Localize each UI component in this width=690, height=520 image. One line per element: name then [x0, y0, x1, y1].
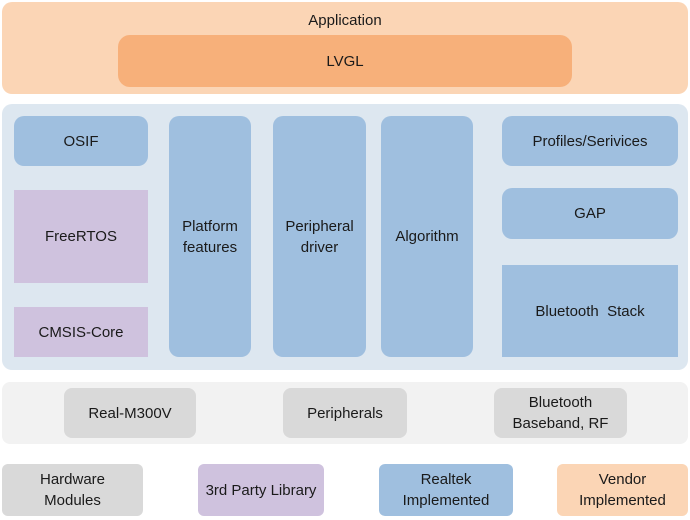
legend-realtek-label: Realtek Implemented	[402, 471, 490, 509]
legend-vendor-label: Vendor Implemented	[579, 471, 666, 509]
osif-label: OSIF	[63, 132, 99, 150]
legend-hardware-modules: Hardware Modules	[2, 464, 143, 516]
algorithm-label: Algorithm	[395, 228, 459, 245]
bluetooth-stack-block: Bluetooth Stack	[502, 265, 678, 357]
legend-vendor: Vendor Implemented	[557, 464, 688, 516]
legend-third-party-label: 3rd Party Library	[205, 481, 317, 499]
lvgl-label: LVGL	[326, 52, 364, 70]
real-m300v-block: Real-M300V	[64, 388, 196, 438]
platform-features-block: Platform features	[169, 116, 251, 357]
lvgl-block: LVGL	[118, 35, 572, 87]
cmsis-core-label: CMSIS-Core	[38, 323, 124, 341]
legend-realtek: Realtek Implemented	[379, 464, 513, 516]
legend-third-party: 3rd Party Library	[198, 464, 324, 516]
bt-baseband-rf-label: Bluetooth Baseband, RF	[512, 394, 609, 432]
osif-block: OSIF	[14, 116, 148, 166]
algorithm-block: Algorithm	[381, 116, 473, 357]
application-label: Application	[308, 12, 382, 29]
legend-hardware-modules-label: Hardware Modules	[39, 471, 106, 509]
freertos-block: FreeRTOS	[14, 190, 148, 283]
bluetooth-stack-label: Bluetooth Stack	[535, 302, 645, 320]
profiles-services-block: Profiles/Serivices	[502, 116, 678, 166]
profiles-services-label: Profiles/Serivices	[532, 132, 648, 150]
peripherals-label: Peripherals	[307, 404, 383, 422]
peripheral-driver-label: Peripheral driver	[285, 217, 354, 256]
peripheral-driver-block: Peripheral driver	[273, 116, 366, 357]
cmsis-core-block: CMSIS-Core	[14, 307, 148, 357]
platform-features-label: Platform features	[182, 217, 238, 256]
real-m300v-label: Real-M300V	[88, 404, 172, 422]
gap-label: GAP	[574, 205, 606, 222]
peripherals-block: Peripherals	[283, 388, 407, 438]
bt-baseband-rf-block: Bluetooth Baseband, RF	[494, 388, 627, 438]
freertos-label: FreeRTOS	[45, 228, 117, 245]
gap-block: GAP	[502, 188, 678, 239]
